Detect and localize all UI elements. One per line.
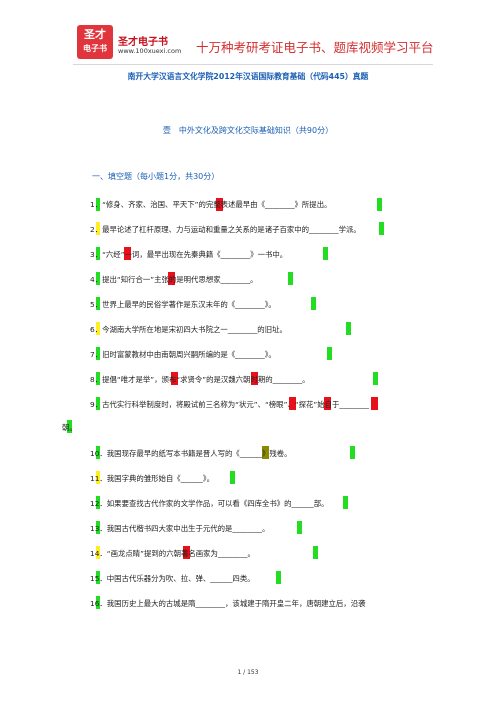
highlight-mark [346, 322, 351, 335]
highlight-mark [288, 272, 293, 285]
highlight-mark [350, 446, 355, 459]
question-9-wrap: 朝。 [62, 423, 77, 432]
page-header: 圣才 电子书 圣才电子书 www.100xuexi.com 十万种考研考证电子书… [0, 0, 496, 70]
highlight-mark [324, 397, 331, 410]
highlight-mark [96, 471, 100, 484]
highlight-mark [96, 571, 100, 584]
highlight-mark [96, 347, 100, 360]
highlight-mark [379, 222, 384, 235]
highlight-mark [323, 247, 328, 260]
question-4: 4．提出“知行合一”主张的是明代思想家________。 [90, 275, 258, 284]
question-14: 14．“画龙点睛”提到的六朝著名画家为________。 [90, 549, 255, 558]
highlight-mark [313, 546, 318, 559]
highlight-mark [216, 198, 223, 211]
question-5: 5．世界上最早的民俗学著作是东汉末年的《________》。 [90, 300, 276, 309]
highlight-mark [251, 372, 258, 385]
question-13: 13．我国古代楷书四大家中出生于元代的是________。 [90, 524, 270, 533]
highlight-mark [124, 247, 131, 260]
header-divider [73, 64, 433, 65]
highlight-mark [297, 521, 302, 534]
question-12: 12．如果要查找古代作家的文学作品，可以看《四库全书》的______部。 [90, 499, 329, 508]
logo-line1: 圣才 [84, 28, 106, 41]
highlight-mark [343, 496, 348, 509]
section-title: 壹 中外文化及跨文化交际基础知识（共90分） [162, 126, 334, 135]
highlight-mark [96, 198, 100, 211]
highlight-mark [96, 496, 100, 509]
question-7: 7．旧时富蒙教材中由南朝周兴嗣所编的是《________》。 [90, 350, 276, 359]
question-16: 16．我国历史上最大的古城是隋________，该城建于隋开皇二年，唐朝建立后，… [90, 599, 366, 608]
highlight-mark [168, 272, 175, 285]
question-11: 11．我国字典的雏形始自《______》。 [90, 474, 214, 483]
highlight-mark [311, 297, 316, 310]
highlight-mark [96, 322, 100, 335]
question-2: 2．最早论述了杠杆原理、力与运动和重量之关系的是诸子百家中的________学派… [90, 225, 361, 234]
logo-line2: 电子书 [83, 44, 107, 53]
highlight-mark [67, 420, 72, 433]
highlight-mark [96, 372, 100, 385]
question-1: 1．“修身、齐家、治国、平天下”的完整表述最早由《________》所提出。 [90, 200, 332, 209]
highlight-mark [96, 446, 100, 459]
highlight-mark [96, 521, 100, 534]
highlight-mark [276, 571, 281, 584]
question-10: 10．我国现存最早的纸写本书籍是晋人写的《______》残卷。 [90, 449, 292, 458]
part-title: 一、填空题（每小题1分，共30分） [92, 172, 220, 181]
question-3: 3．“六经”一词，最早出现在先秦典籍《________》一书中。 [90, 250, 288, 259]
highlight-mark [289, 397, 296, 410]
document-title: 南开大学汉语言文化学院2012年汉语国际教育基础（代码445）真题 [127, 72, 369, 81]
highlight-mark [96, 546, 100, 559]
header-slogan: 十万种考研考证电子书、题库视频学习平台 [196, 40, 434, 55]
highlight-mark [371, 397, 378, 410]
page-number: 1 / 153 [237, 669, 259, 676]
highlight-mark [377, 198, 382, 211]
question-8: 8．提倡“唯才是举”，颁布“求贤令”的是汉魏六朝时期的________。 [90, 375, 310, 384]
highlight-mark [96, 397, 100, 410]
brand-name: 圣才电子书 [118, 37, 168, 48]
highlight-mark [96, 272, 100, 285]
question-9: 9．古代实行科举制度时，将殿试前三名称为“状元”、“榜眼”、“探花”始自于___… [90, 400, 369, 409]
highlight-mark [171, 372, 178, 385]
highlight-mark [262, 446, 269, 459]
highlight-mark [373, 372, 378, 385]
question-6: 6．今湖南大学所在地是宋初四大书院之一________的旧址。 [90, 325, 287, 334]
brand-logo: 圣才 电子书 [77, 25, 113, 59]
highlight-mark [96, 222, 100, 235]
highlight-mark [96, 247, 100, 260]
highlight-mark [327, 347, 332, 360]
highlight-mark [96, 297, 100, 310]
highlight-mark [183, 546, 190, 559]
brand-url[interactable]: www.100xuexi.com [118, 47, 182, 55]
question-15: 15．中国古代乐器分为吹、拉、弹、______四类。 [90, 574, 255, 583]
highlight-mark [96, 596, 100, 609]
highlight-mark [230, 471, 235, 484]
